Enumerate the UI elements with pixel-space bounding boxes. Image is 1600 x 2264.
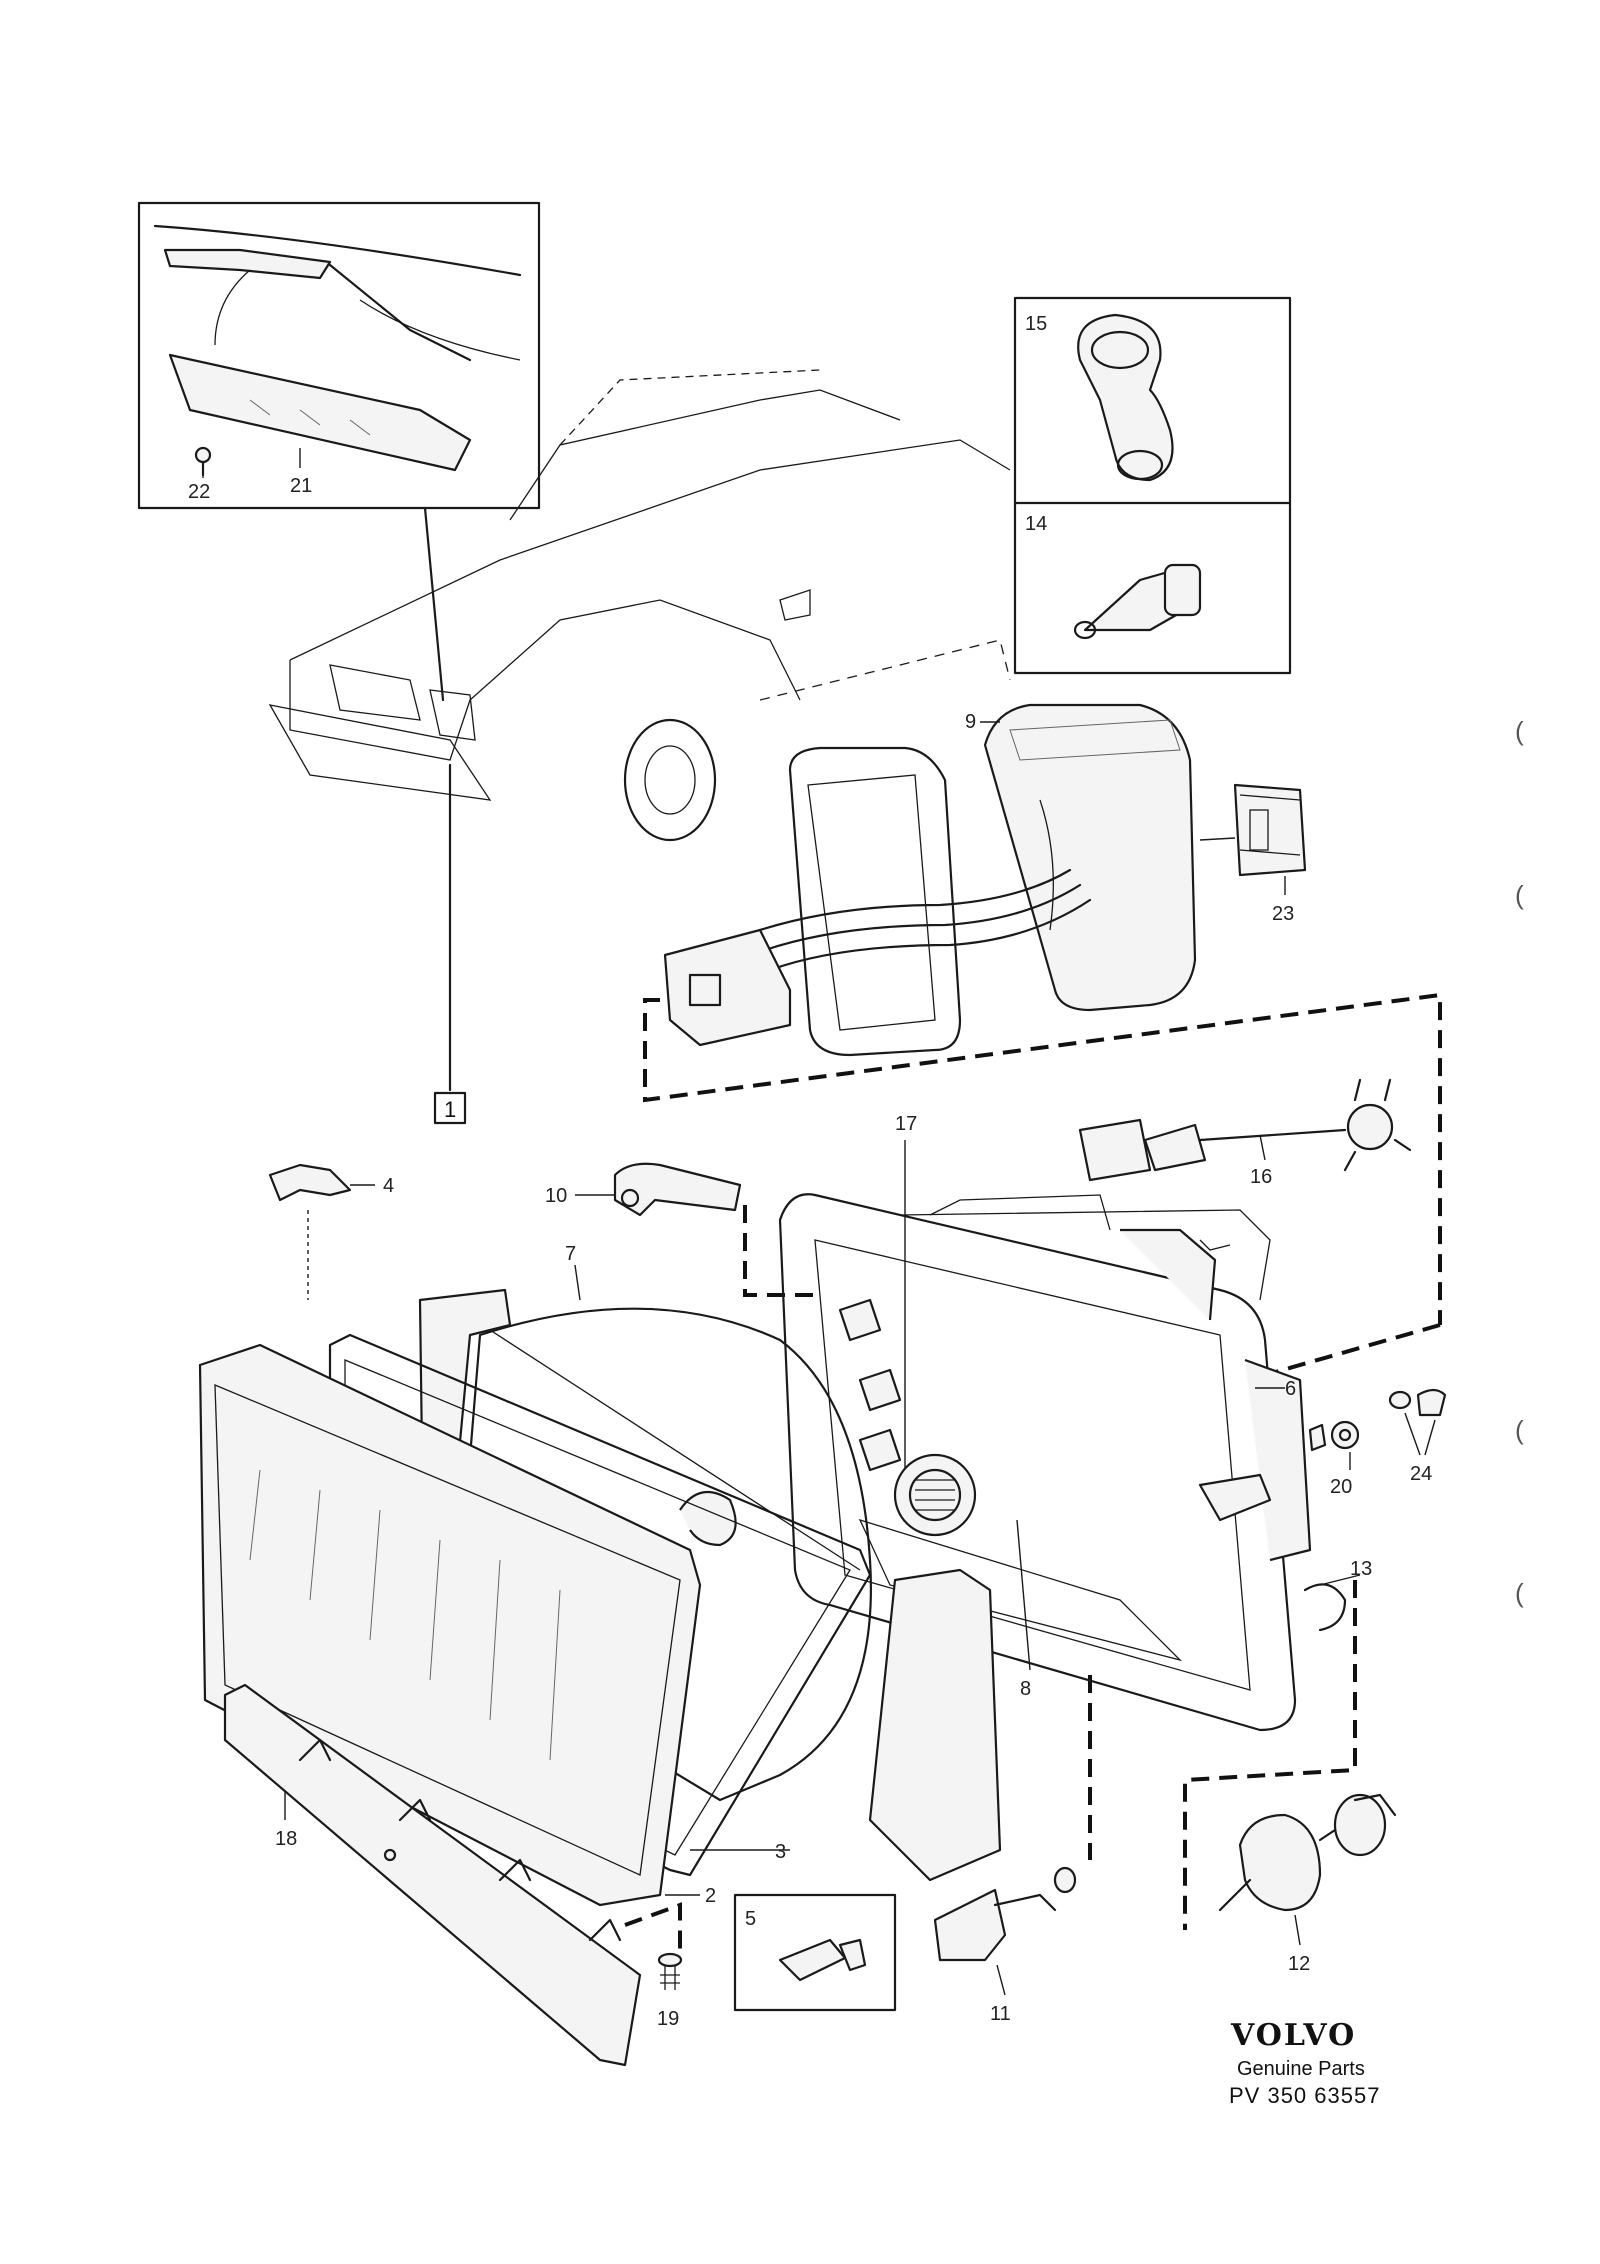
diagram-code: PV 350 63557 xyxy=(1229,2083,1381,2108)
part-12: 12 xyxy=(1218,1793,1397,1975)
callout-15: 15 xyxy=(1025,313,1047,335)
grille-part xyxy=(168,353,472,472)
brand-tagline: Genuine Parts xyxy=(1237,2058,1365,2080)
callout-7: 7 xyxy=(565,1243,576,1265)
callout-22: 22 xyxy=(188,481,210,503)
callout-20: 20 xyxy=(1330,1476,1352,1498)
callout-23: 23 xyxy=(1272,903,1294,925)
part-2-lens: 2 xyxy=(198,1343,716,1907)
callout-1-box xyxy=(433,1091,467,1125)
margin-mark: ( xyxy=(1515,1578,1524,1608)
margin-mark: ( xyxy=(1515,716,1524,746)
part-6-housing: 6 xyxy=(778,1193,1312,1732)
callout-16: 16 xyxy=(1250,1166,1272,1188)
part-16: 16 xyxy=(1078,1078,1412,1188)
callout-19: 19 xyxy=(657,2008,679,2030)
callout-14: 14 xyxy=(1025,513,1047,535)
part-4: 4 xyxy=(268,1163,394,1300)
screw-part xyxy=(194,446,212,464)
connector-part xyxy=(663,928,792,1047)
part-18-trim: 18 xyxy=(223,1683,642,2067)
callout-18: 18 xyxy=(275,1828,297,1850)
brand-logo: VOLVO xyxy=(1231,2018,1357,2053)
callout-21: 21 xyxy=(290,475,312,497)
part-24: 24 xyxy=(1388,1388,1447,1485)
part-11: 11 xyxy=(933,1866,1077,2025)
callout-6: 6 xyxy=(1285,1378,1296,1400)
part-23: 23 xyxy=(1199,783,1307,925)
part-19: 19 xyxy=(657,1952,683,2030)
car-illustration xyxy=(268,369,1011,842)
part-20: 20 xyxy=(1308,1420,1360,1498)
dash-link-harness xyxy=(643,992,1442,1325)
margin-mark: ( xyxy=(1515,880,1524,910)
inset-5: 5 xyxy=(733,1893,897,2012)
margin-mark: ( xyxy=(1515,1415,1524,1445)
callout-4: 4 xyxy=(383,1175,394,1197)
callout-10: 10 xyxy=(545,1185,567,1207)
callout-5: 5 xyxy=(745,1908,756,1930)
callout-1: 1 xyxy=(444,1097,456,1122)
callout-9: 9 xyxy=(965,711,976,733)
inset-14-15: 15 14 xyxy=(1013,296,1292,675)
callout-24: 24 xyxy=(1410,1463,1432,1485)
part-10: 10 xyxy=(545,1162,742,1217)
inset-leader xyxy=(423,506,445,702)
callout-11: 11 xyxy=(990,2003,1011,2025)
callout-3: 3 xyxy=(775,1841,786,1863)
callout-8: 8 xyxy=(1020,1678,1031,1700)
side-panel-part xyxy=(868,1568,1002,1882)
callout-13: 13 xyxy=(1350,1558,1372,1580)
inset-grille: 22 21 xyxy=(137,201,541,510)
callout-2: 2 xyxy=(705,1885,716,1907)
part-13: 13 xyxy=(1303,1558,1372,1632)
rear-cover-assembly: 9 xyxy=(663,703,1197,1057)
callout-12: 12 xyxy=(1288,1953,1310,1975)
callout-17: 17 xyxy=(895,1113,917,1135)
